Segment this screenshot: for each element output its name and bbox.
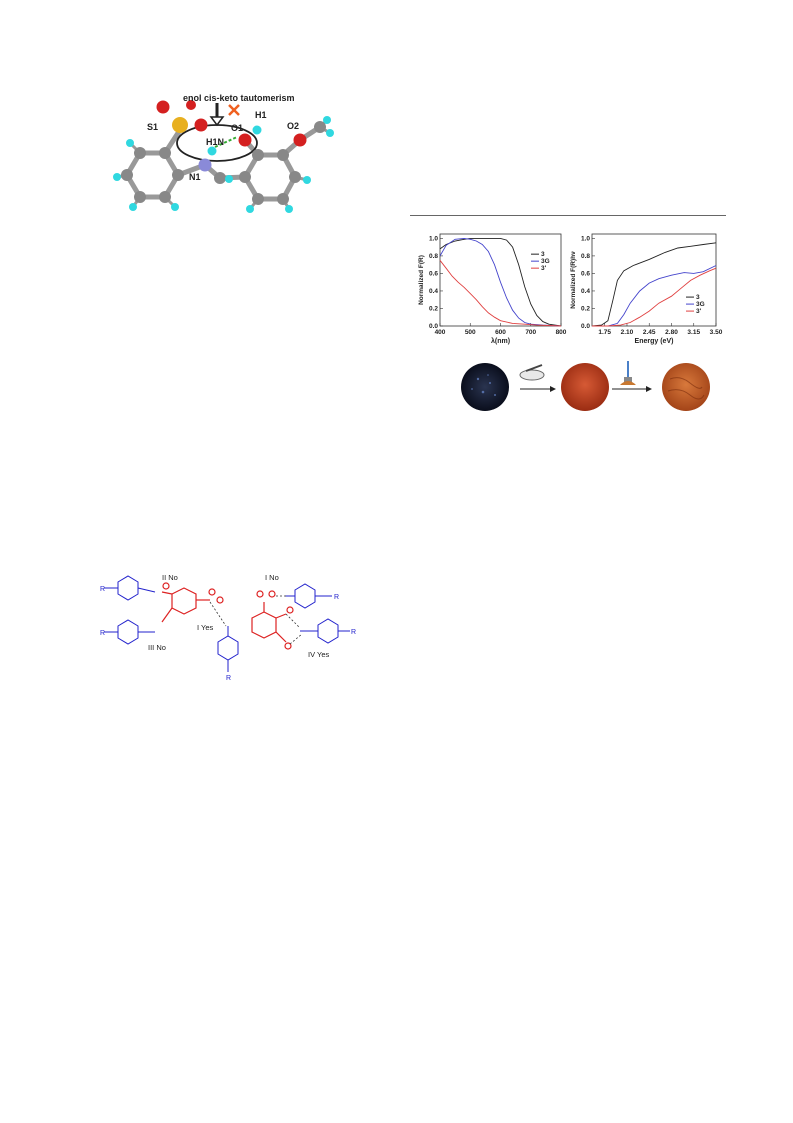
- legend-label: 3G: [541, 258, 550, 265]
- label-r-2: R: [100, 630, 105, 637]
- plot-frame: [439, 233, 562, 327]
- y-tick-label: 0.6: [581, 270, 590, 277]
- legend-label: 3: [541, 251, 545, 258]
- label-i-yes: I Yes: [197, 623, 214, 632]
- separator-rule: [410, 215, 726, 216]
- y-tick-label: 0.0: [581, 323, 590, 330]
- dark-crystal-photo: [461, 363, 509, 411]
- label-n1: N1: [189, 172, 201, 182]
- x-tick-label: 2.45: [643, 329, 656, 336]
- photo-strip: [461, 361, 710, 411]
- molecule-title: enol cis-keto tautomerism: [183, 93, 295, 103]
- reflectance-chart: 400 500 600 700 800 0.0 0.2 0.4 0.6 0.8 1.0 λ(nm) No…: [418, 233, 567, 345]
- x-tick-label: 700: [525, 329, 536, 336]
- label-r-4: R: [334, 594, 339, 601]
- x-tick-label: 2.80: [665, 329, 678, 336]
- y-tick-label: 0.4: [429, 288, 438, 295]
- orange-powder-photo: [662, 363, 710, 411]
- y-tick-label: 0.2: [429, 305, 438, 312]
- x-tick-label: 3.50: [710, 329, 723, 336]
- y-tick-label: 0.0: [429, 323, 438, 330]
- y-tick-label: 1.0: [581, 235, 590, 242]
- heating-icon: [620, 361, 636, 385]
- series-line: [592, 267, 717, 327]
- x-tick-label: 1.75: [598, 329, 611, 336]
- series-line: [439, 237, 562, 327]
- label-r-5: R: [351, 629, 356, 636]
- series-line: [439, 237, 562, 327]
- label-h1: H1: [255, 110, 267, 120]
- x-axis-label: Energy (eV): [635, 338, 674, 345]
- y-tick-label: 0.8: [429, 253, 438, 260]
- arrow-icon: [520, 386, 556, 392]
- series-line: [439, 260, 562, 327]
- label-iv-yes: IV Yes: [308, 650, 330, 659]
- y-axis-label: Normalized F(R): [418, 255, 425, 305]
- label-o1: O1: [231, 123, 243, 133]
- arrow-icon-2: [612, 386, 652, 392]
- legend-label: 3': [696, 308, 702, 315]
- hbond-scheme: II No I No I Yes III No IV Yes R R R R R: [100, 573, 356, 682]
- label-r-3: R: [226, 675, 231, 682]
- y-tick-label: 1.0: [429, 235, 438, 242]
- series-line: [592, 265, 717, 327]
- y-tick-label: 0.2: [581, 305, 590, 312]
- legend-label: 3': [541, 265, 547, 272]
- label-ii-no: II No: [162, 573, 178, 582]
- label-i-no: I No: [265, 573, 279, 582]
- legend-label: 3G: [696, 301, 705, 308]
- label-iii-no: III No: [148, 643, 166, 652]
- molecule-figure: enol cis-keto tautomerism S1 O1 H1 O2 H1…: [113, 93, 334, 213]
- label-o2: O2: [287, 121, 299, 131]
- x-tick-label: 400: [435, 329, 446, 336]
- y-tick-label: 0.4: [581, 288, 590, 295]
- y-axis-label: Normalized F(R)hν: [570, 251, 577, 309]
- label-s1: S1: [147, 122, 158, 132]
- legend-label: 3: [696, 294, 700, 301]
- y-tick-label: 0.8: [581, 253, 590, 260]
- x-tick-label: 600: [495, 329, 506, 336]
- x-tick-label: 800: [556, 329, 567, 336]
- label-h1n: H1N: [206, 137, 224, 147]
- grinding-icon: [519, 364, 545, 381]
- red-powder-photo: [561, 363, 609, 411]
- tauc-chart: 1.75 2.10 2.45 2.80 3.15 3.50 0.0 0.2 0.4 0.6 0.8 1…: [570, 233, 723, 345]
- x-tick-label: 500: [465, 329, 476, 336]
- plot-frame: [591, 233, 717, 327]
- y-tick-label: 0.6: [429, 270, 438, 277]
- series-line: [591, 242, 717, 327]
- x-tick-label: 3.15: [687, 329, 700, 336]
- x-axis-label: λ(nm): [491, 337, 510, 345]
- label-r-1: R: [100, 586, 105, 593]
- x-tick-label: 2.10: [621, 329, 634, 336]
